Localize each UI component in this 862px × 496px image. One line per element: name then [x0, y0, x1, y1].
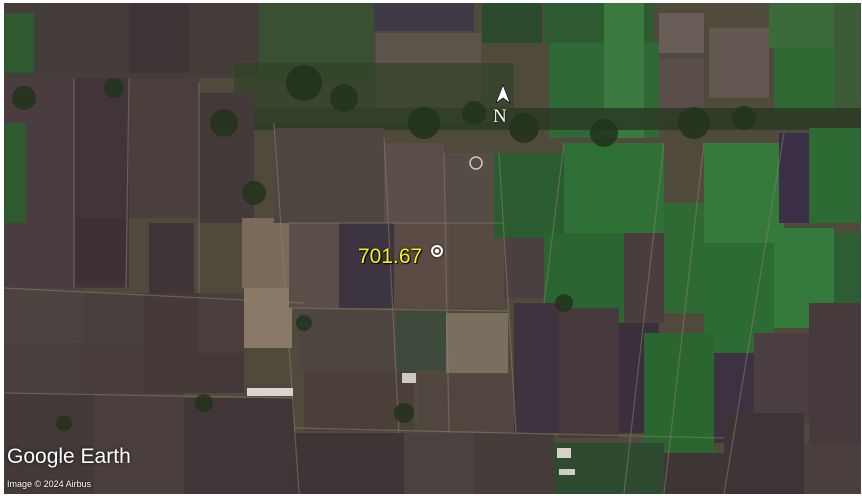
imagery-copyright: Image © 2024 Airbus [7, 479, 92, 489]
google-earth-logo: Google Earth [7, 445, 131, 468]
satellite-image[interactable] [4, 3, 861, 494]
location-marker-icon[interactable] [431, 245, 443, 257]
map-viewport[interactable]: 701.67 N Google Earth Image © 2024 Airbu… [4, 3, 861, 494]
north-arrow-icon [495, 84, 511, 104]
north-label: N [493, 106, 507, 127]
elevation-label: 701.67 [358, 245, 423, 268]
